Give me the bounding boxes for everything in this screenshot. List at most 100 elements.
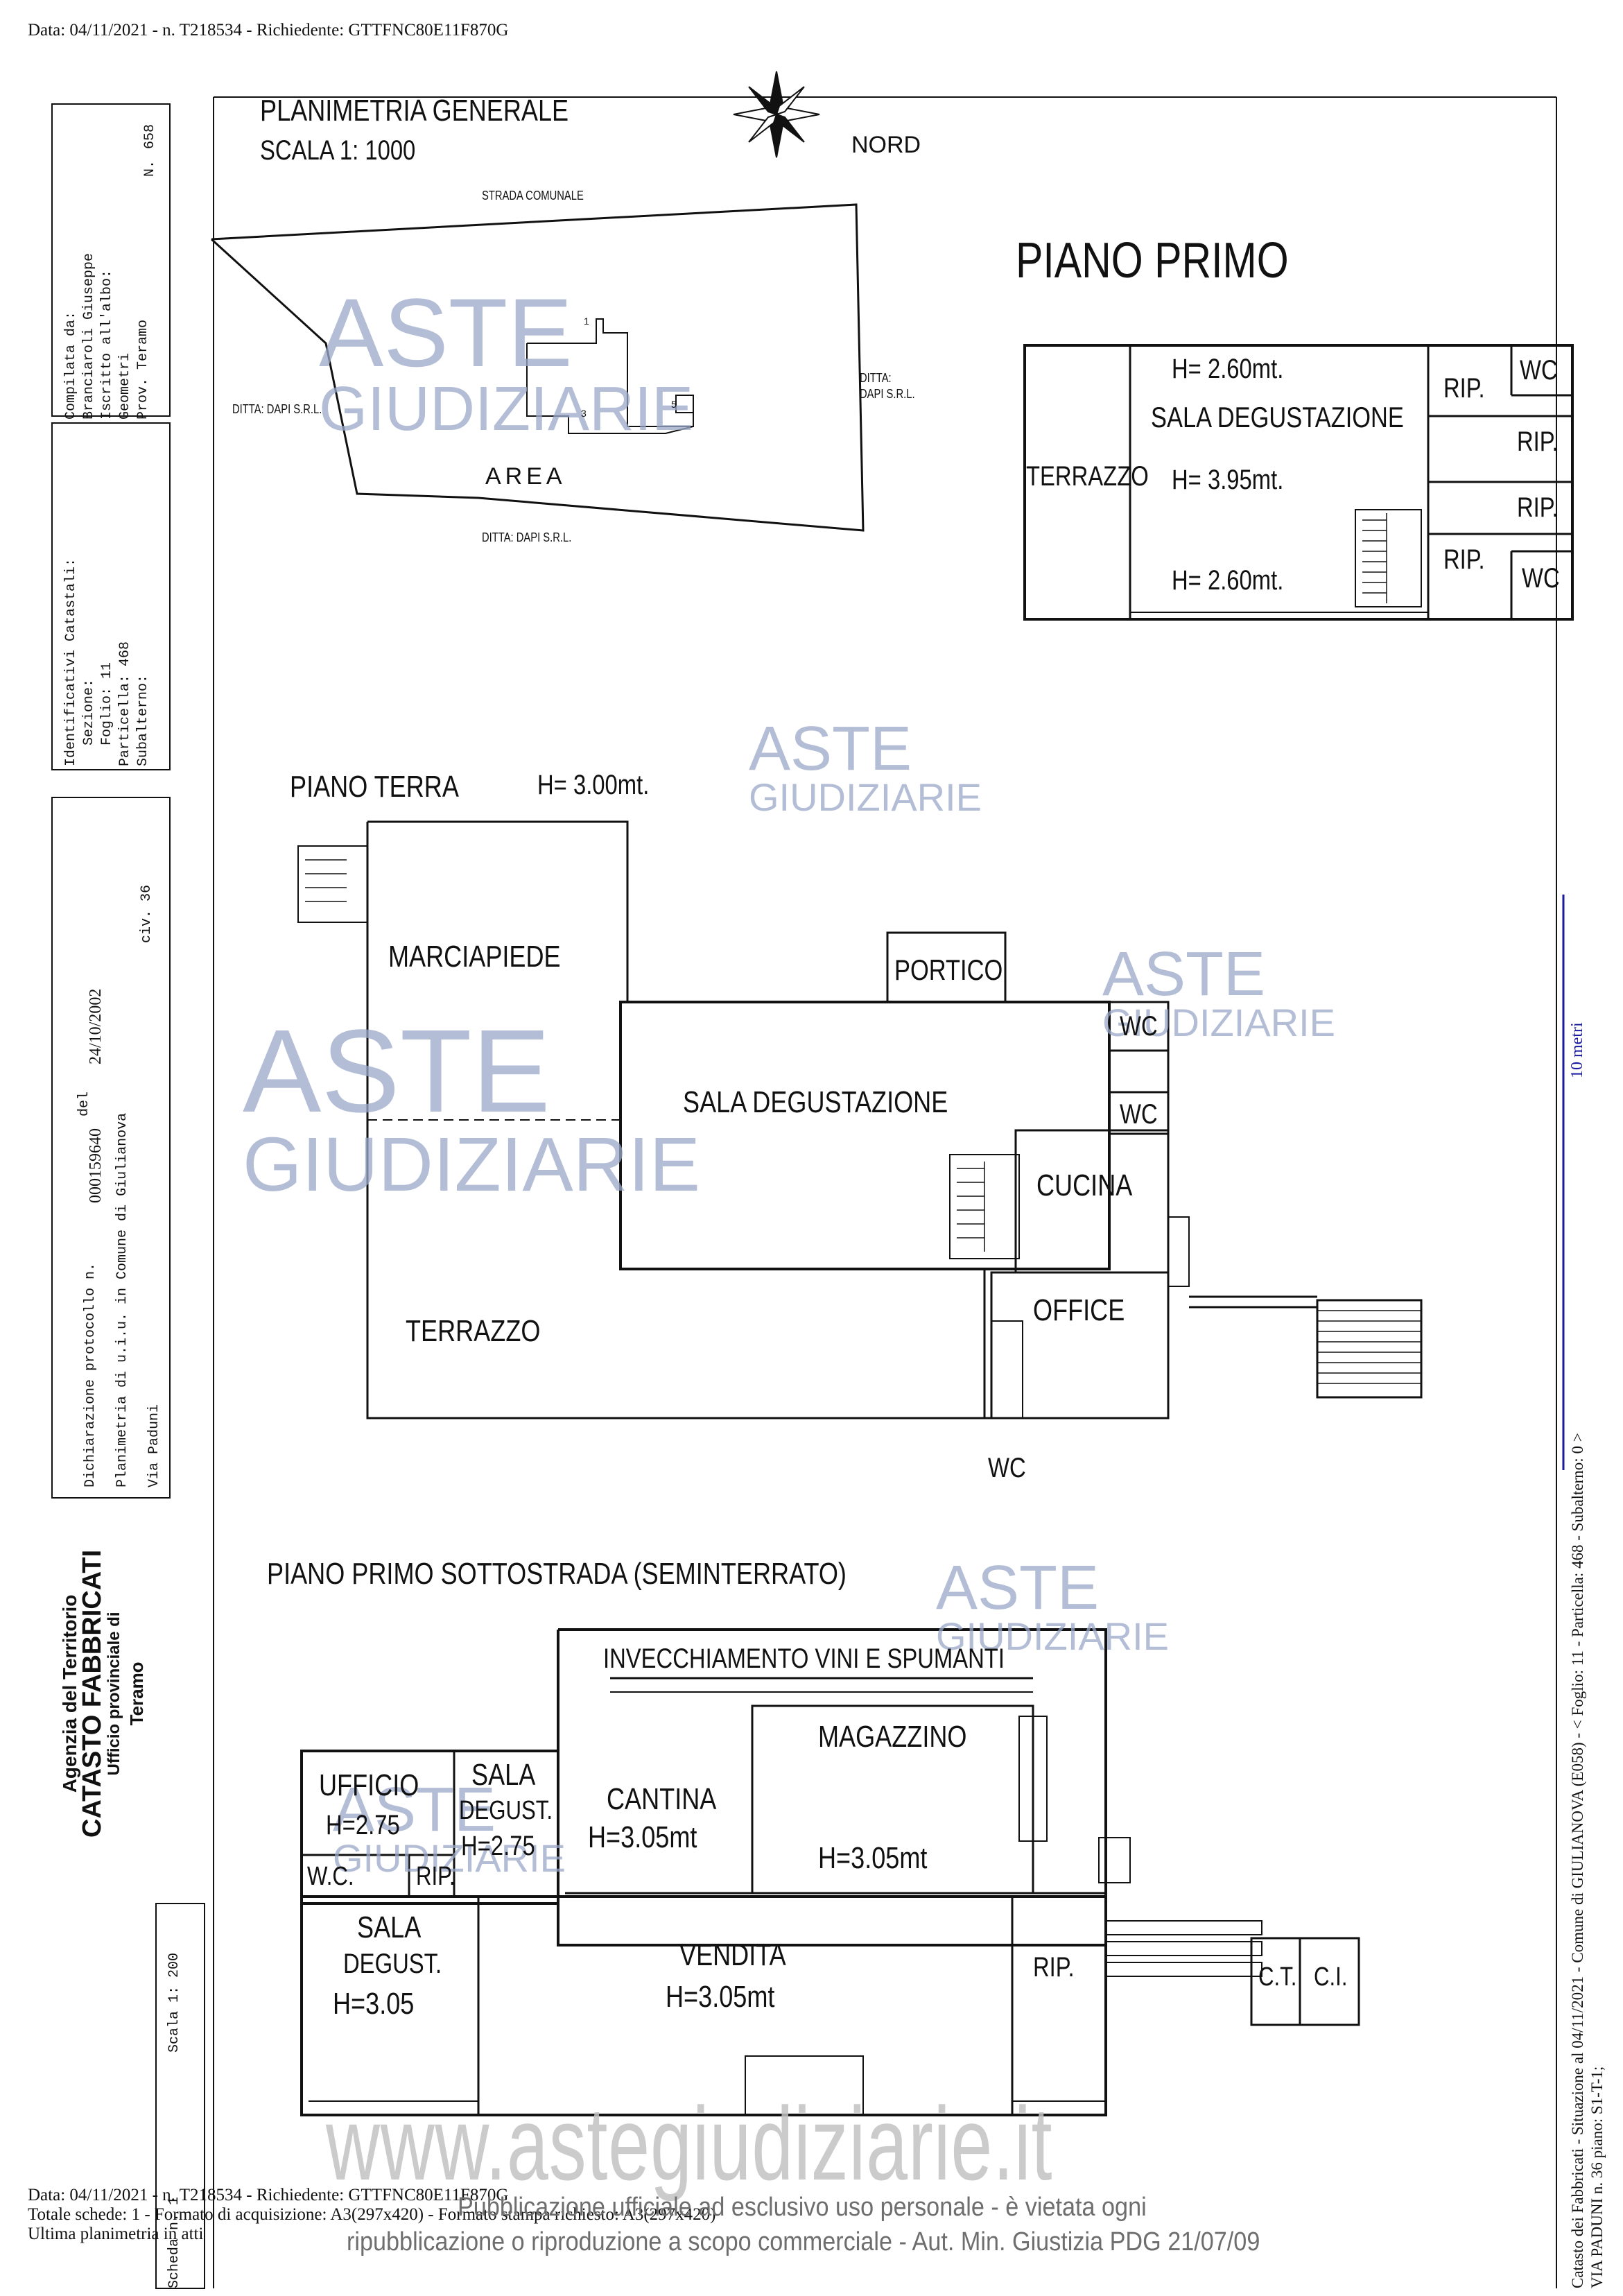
seminterrato-wc: W.C. — [307, 1862, 354, 1891]
piano-primo-height-2: H= 3.95mt. — [1172, 465, 1284, 495]
protocollo-date: 24/10/2002 — [87, 988, 105, 1064]
watermark-giudiziarie-word: GIUDIZIARIE — [243, 1122, 701, 1207]
area-label: AREA — [485, 463, 566, 490]
watermark-aste-5: ASTE GIUDIZIARIE — [936, 1553, 1170, 1658]
piano-terra-height: H= 3.00mt. — [537, 770, 650, 800]
identificativi-line: Particella: 468 — [117, 641, 133, 766]
dichiarazione-line: Via Paduni — [146, 1404, 162, 1487]
seminterrato-vendita-height: H=3.05mt — [666, 1980, 775, 2014]
site-mark-5: 5 — [671, 399, 677, 410]
catasto-line: Catasto dei Fabbricati - Situazione al 0… — [1569, 1433, 1586, 2288]
del-label: del — [76, 1091, 92, 1116]
site-mark-3: 3 — [581, 408, 587, 419]
identificativi-line: Foglio: 11 — [99, 662, 115, 745]
piano-primo-terrazzo: TERRAZZO — [1026, 461, 1149, 492]
numero-label: N. — [142, 159, 158, 177]
seminterrato-magazzino-height: H=3.05mt — [818, 1841, 928, 1875]
seminterrato-ufficio: UFFICIO — [319, 1768, 419, 1802]
footer-line-3: Ultima planimetria in atti — [28, 2225, 204, 2243]
piano-terra-wc-3: WC — [988, 1453, 1026, 1483]
seminterrato-sala-1b: DEGUST. — [459, 1796, 553, 1825]
website-watermark: www.astegiudiziarie.it — [326, 2085, 1053, 2202]
seminterrato-sala-1: SALA — [471, 1758, 536, 1792]
watermark-aste-word: ASTE — [319, 278, 573, 387]
piano-primo-rip-1: RIP. — [1443, 373, 1485, 404]
seminterrato-rip-1: RIP. — [416, 1862, 455, 1891]
site-mark-1: 1 — [584, 316, 589, 327]
compilata-line: Iscritto all'albo: — [99, 269, 115, 420]
planimetria-title: PLANIMETRIA GENERALE — [260, 94, 569, 128]
ditta-right-label-1: DITTA: — [860, 371, 892, 385]
watermark-aste-word: ASTE — [333, 1775, 496, 1845]
notice-line-2: ripubblicazione o riproduzione a scopo c… — [347, 2227, 1260, 2256]
compilata-line: Geometri — [117, 352, 133, 420]
seminterrato-magazzino: MAGAZZINO — [818, 1720, 967, 1754]
agenzia-line: Teramo — [126, 1661, 147, 1726]
catasto-line: VIA PADUNI n. 36 piano: S1-T-1; — [1588, 2066, 1606, 2288]
piano-primo-sala: SALA DEGUSTAZIONE — [1151, 401, 1404, 433]
footer-line-2: Totale schede: 1 - Formato di acquisizio… — [28, 2205, 716, 2224]
piano-primo-height-3: H= 2.60mt. — [1172, 565, 1284, 596]
watermark-aste-word: ASTE — [936, 1553, 1100, 1623]
ditta-bottom-label: DITTA: DAPI S.R.L. — [482, 530, 572, 544]
piano-terra-marciapiede: MARCIAPIEDE — [388, 940, 561, 974]
dichiarazione-line: Planimetria di u.i.u. in Comune di Giuli… — [114, 1112, 130, 1487]
seminterrato-sala-1-height: H=2.75 — [461, 1831, 535, 1861]
identificativi-line: Sezione: — [81, 678, 97, 745]
compilata-line: Compilata da: — [63, 311, 79, 420]
header-line: Data: 04/11/2021 - n. T218534 - Richiede… — [28, 21, 509, 40]
piano-primo-rip-2: RIP. — [1517, 426, 1559, 457]
piano-primo-wc-2: WC — [1522, 563, 1560, 594]
identificativi-line: Subalterno: — [135, 674, 151, 766]
piano-terra-sala: SALA DEGUSTAZIONE — [683, 1085, 948, 1119]
watermark-aste-word: ASTE — [243, 1005, 551, 1137]
watermark-giudiziarie-word: GIUDIZIARIE — [936, 1614, 1170, 1658]
seminterrato-cantina: CANTINA — [607, 1782, 717, 1816]
scala-label: Scala 1: 200 — [166, 1952, 182, 2053]
notice-line-1: Pubblicazione ufficiale ad esclusivo uso… — [458, 2193, 1147, 2222]
piano-primo-wc-1: WC — [1520, 355, 1558, 386]
piano-primo-rip-4: RIP. — [1443, 544, 1485, 575]
ditta-right-label-2: DAPI S.R.L. — [860, 387, 915, 401]
civico: civ. 36 — [139, 884, 155, 943]
seminterrato-rip-2: RIP. — [1033, 1952, 1075, 1983]
watermark-aste-word: ASTE — [1102, 940, 1266, 1009]
compilata-block: Compilata da: Branciaroli Giuseppe Iscri… — [62, 253, 153, 420]
seminterrato-sala-2: SALA — [357, 1910, 422, 1944]
strada-comunale-label: STRADA COMUNALE — [482, 189, 584, 202]
piano-terra-title: PIANO TERRA — [290, 770, 459, 804]
agenzia-block: Agenzia del Territorio CATASTO FABBRICAT… — [59, 1550, 148, 1838]
scale-bar-label: 10 metri — [1568, 1022, 1586, 1078]
watermark-giudiziarie-word: GIUDIZIARIE — [319, 374, 694, 444]
compilata-line: Prov. Teramo — [135, 319, 151, 420]
agenzia-line: CATASTO FABBRICATI — [78, 1549, 107, 1838]
catasto-block: Catasto dei Fabbricati - Situazione al 0… — [1568, 1433, 1607, 2288]
identificativi-line: Identificativi Catastali: — [63, 558, 79, 766]
seminterrato-sala-2b: DEGUST. — [343, 1949, 442, 1979]
watermark-aste-6: ASTE GIUDIZIARIE — [333, 1775, 566, 1880]
protocollo-number: 000159640 — [87, 1128, 105, 1203]
seminterrato-ci: C.I. — [1314, 1962, 1348, 1992]
identificativi-block: Identificativi Catastali: Sezione: Fogli… — [62, 558, 153, 766]
piano-terra-office: OFFICE — [1033, 1293, 1125, 1327]
watermark-aste-word: ASTE — [749, 714, 912, 784]
piano-terra-wc-1: WC — [1120, 1011, 1158, 1042]
footer-line-1: Data: 04/11/2021 - n. T218534 - Richiede… — [28, 2186, 509, 2204]
seminterrato-sala-2-height: H=3.05 — [333, 1987, 415, 2021]
watermark-aste-4: ASTE GIUDIZIARIE — [243, 1005, 701, 1207]
seminterrato-ct: C.T. — [1258, 1962, 1297, 1992]
piano-terra-cucina: CUCINA — [1036, 1168, 1133, 1202]
seminterrato-invecchiamento: INVECCHIAMENTO VINI E SPUMANTI — [603, 1643, 1005, 1674]
piano-primo-title: PIANO PRIMO — [1016, 233, 1289, 288]
seminterrato-title: PIANO PRIMO SOTTOSTRADA (SEMINTERRATO) — [267, 1557, 847, 1591]
watermark-giudiziarie-word: GIUDIZIARIE — [1102, 1001, 1336, 1044]
piano-terra-wc-2: WC — [1120, 1099, 1158, 1130]
watermark-aste-3: ASTE GIUDIZIARIE — [1102, 940, 1336, 1044]
ditta-left-label: DITTA: DAPI S.R.L. — [232, 402, 322, 416]
seminterrato-cantina-height: H=3.05mt — [588, 1820, 697, 1854]
watermark-giudiziarie-word: GIUDIZIARIE — [749, 775, 982, 819]
piano-terra-terrazzo: TERRAZZO — [406, 1314, 541, 1348]
watermark-giudiziarie-word: GIUDIZIARIE — [333, 1836, 566, 1880]
seminterrato-ufficio-height: H=2.75 — [326, 1810, 400, 1840]
